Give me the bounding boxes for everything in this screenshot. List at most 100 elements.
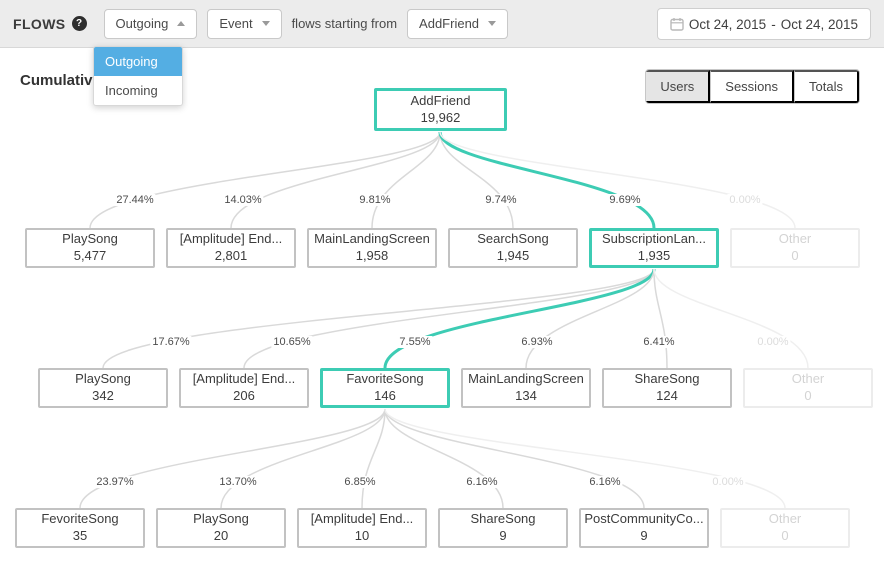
flow-node-value: 0 [781,528,789,543]
date-range-end: Oct 24, 2015 [780,16,858,32]
flow-node-amplitude-end-2[interactable]: [Amplitude] End... 206 [179,368,309,408]
flow-link [102,268,655,369]
flow-link [361,408,386,509]
flow-link-highlighted [438,131,656,229]
flow-node-value: 0 [804,388,812,403]
flow-node-value: 1,958 [355,248,389,263]
percent-label: 27.44% [114,194,156,206]
chevron-down-icon [261,21,270,26]
flow-node-sharesong-2[interactable]: ShareSong 124 [602,368,732,408]
percent-label: 6.93% [519,336,555,348]
direction-dropdown-menu: Outgoing Incoming [93,46,183,106]
flow-node-postcommunitycomment-3[interactable]: PostCommunityCo... 9 [579,508,709,548]
flow-node-subscriptionlanding-1[interactable]: SubscriptionLan... 1,935 [589,228,719,268]
flow-node-value: 9 [640,528,648,543]
flow-node-label: PostCommunityCo... [584,511,704,527]
flow-node-value: 0 [791,248,799,263]
flow-node-label: Other [791,371,825,387]
toggle-sessions[interactable]: Sessions [710,70,795,103]
flow-node-value: 10 [354,528,370,543]
flow-node-mainlandingscreen-1[interactable]: MainLandingScreen 1,958 [307,228,437,268]
percent-label: 0.00% [755,336,791,348]
flow-node-playsong-1[interactable]: PlaySong 5,477 [25,228,155,268]
flow-link [653,268,809,369]
flow-link [89,131,441,229]
flow-node-value: 206 [233,388,255,403]
flow-link [384,408,786,509]
flow-node-label: [Amplitude] End... [179,231,283,247]
flow-node-sharesong-3[interactable]: ShareSong 9 [438,508,568,548]
calendar-icon [670,17,684,31]
percent-label: 10.65% [271,336,313,348]
flow-node-playsong-2[interactable]: PlaySong 342 [38,368,168,408]
flow-node-label: SubscriptionLan... [601,231,707,247]
page-title: FLOWS [13,15,66,32]
date-range-button[interactable]: Oct 24, 2015 - Oct 24, 2015 [656,8,871,40]
flow-node-value: 146 [374,388,396,403]
flow-link [653,268,668,369]
flow-node-label: AddFriend [410,92,471,108]
flow-node-label: FevoriteSong [41,511,119,527]
chevron-down-icon [488,21,497,26]
flow-node-root[interactable]: AddFriend 19,962 [374,88,507,131]
flow-node-amplitude-end-1[interactable]: [Amplitude] End... 2,801 [166,228,296,268]
percent-label: 6.85% [342,476,378,488]
flow-node-mainlandingscreen-2[interactable]: MainLandingScreen 134 [461,368,591,408]
flow-node-fevoritesong-3[interactable]: FevoriteSong 35 [15,508,145,548]
flow-node-label: PlaySong [193,511,249,527]
flow-link [371,131,441,229]
flow-link [384,408,504,509]
menu-item-incoming[interactable]: Incoming [105,83,158,98]
flow-node-label: ShareSong [470,511,536,527]
flow-node-value: 342 [92,388,114,403]
toggle-totals[interactable]: Totals [794,70,859,103]
flow-node-value: 1,935 [637,248,671,263]
flow-node-value: 19,962 [420,109,461,125]
flow-node-value: 9 [499,528,507,543]
flow-link [384,408,645,509]
date-range-start: Oct 24, 2015 [688,16,767,32]
flow-node-other-3[interactable]: Other 0 [720,508,850,548]
flow-node-label: PlaySong [62,231,118,247]
flow-node-label: [Amplitude] End... [310,511,414,527]
flow-node-label: FavoriteSong [346,371,424,387]
flow-node-favoritesong-2[interactable]: FavoriteSong 146 [320,368,450,408]
flow-node-label: Other [768,511,802,527]
flow-node-label: Other [778,231,812,247]
percent-label: 14.03% [222,194,264,206]
flow-link [439,131,514,229]
flow-node-other-2[interactable]: Other 0 [743,368,873,408]
percent-label: 0.00% [727,194,763,206]
direction-dropdown[interactable]: Outgoing [103,8,198,39]
flow-node-playsong-3[interactable]: PlaySong 20 [156,508,286,548]
flow-link [230,131,441,229]
help-icon[interactable]: ? [71,16,87,31]
flow-node-amplitude-end-3[interactable]: [Amplitude] End... 10 [297,508,427,548]
percent-label: 17.67% [150,336,192,348]
flow-node-label: SearchSong [477,231,549,247]
percent-label: 23.97% [94,476,136,488]
menu-item-outgoing[interactable]: Outgoing [94,47,182,76]
event-type-dropdown-value: Event [219,16,253,31]
flow-link [525,268,655,369]
direction-dropdown-value: Outgoing [115,16,169,31]
start-event-dropdown[interactable]: AddFriend [407,8,509,39]
flow-link [439,131,796,229]
flow-node-value: 124 [656,388,678,403]
flow-link [220,408,386,509]
percent-label: 7.55% [397,336,433,348]
flow-node-value: 2,801 [214,248,248,263]
flow-node-searchsong-1[interactable]: SearchSong 1,945 [448,228,578,268]
flow-node-other-1[interactable]: Other 0 [730,228,860,268]
flow-node-label: MainLandingScreen [314,231,430,247]
percent-label: 6.41% [641,336,677,348]
flow-node-label: PlaySong [75,371,131,387]
flow-node-value: 134 [515,388,537,403]
flow-node-value: 35 [72,528,88,543]
event-type-dropdown[interactable]: Event [207,8,282,39]
flows-starting-from-label: flows starting from [291,16,398,31]
toggle-users[interactable]: Users [646,70,711,103]
percent-label: 9.81% [357,194,393,206]
chevron-up-icon [177,21,186,26]
start-event-dropdown-value: AddFriend [419,16,480,31]
